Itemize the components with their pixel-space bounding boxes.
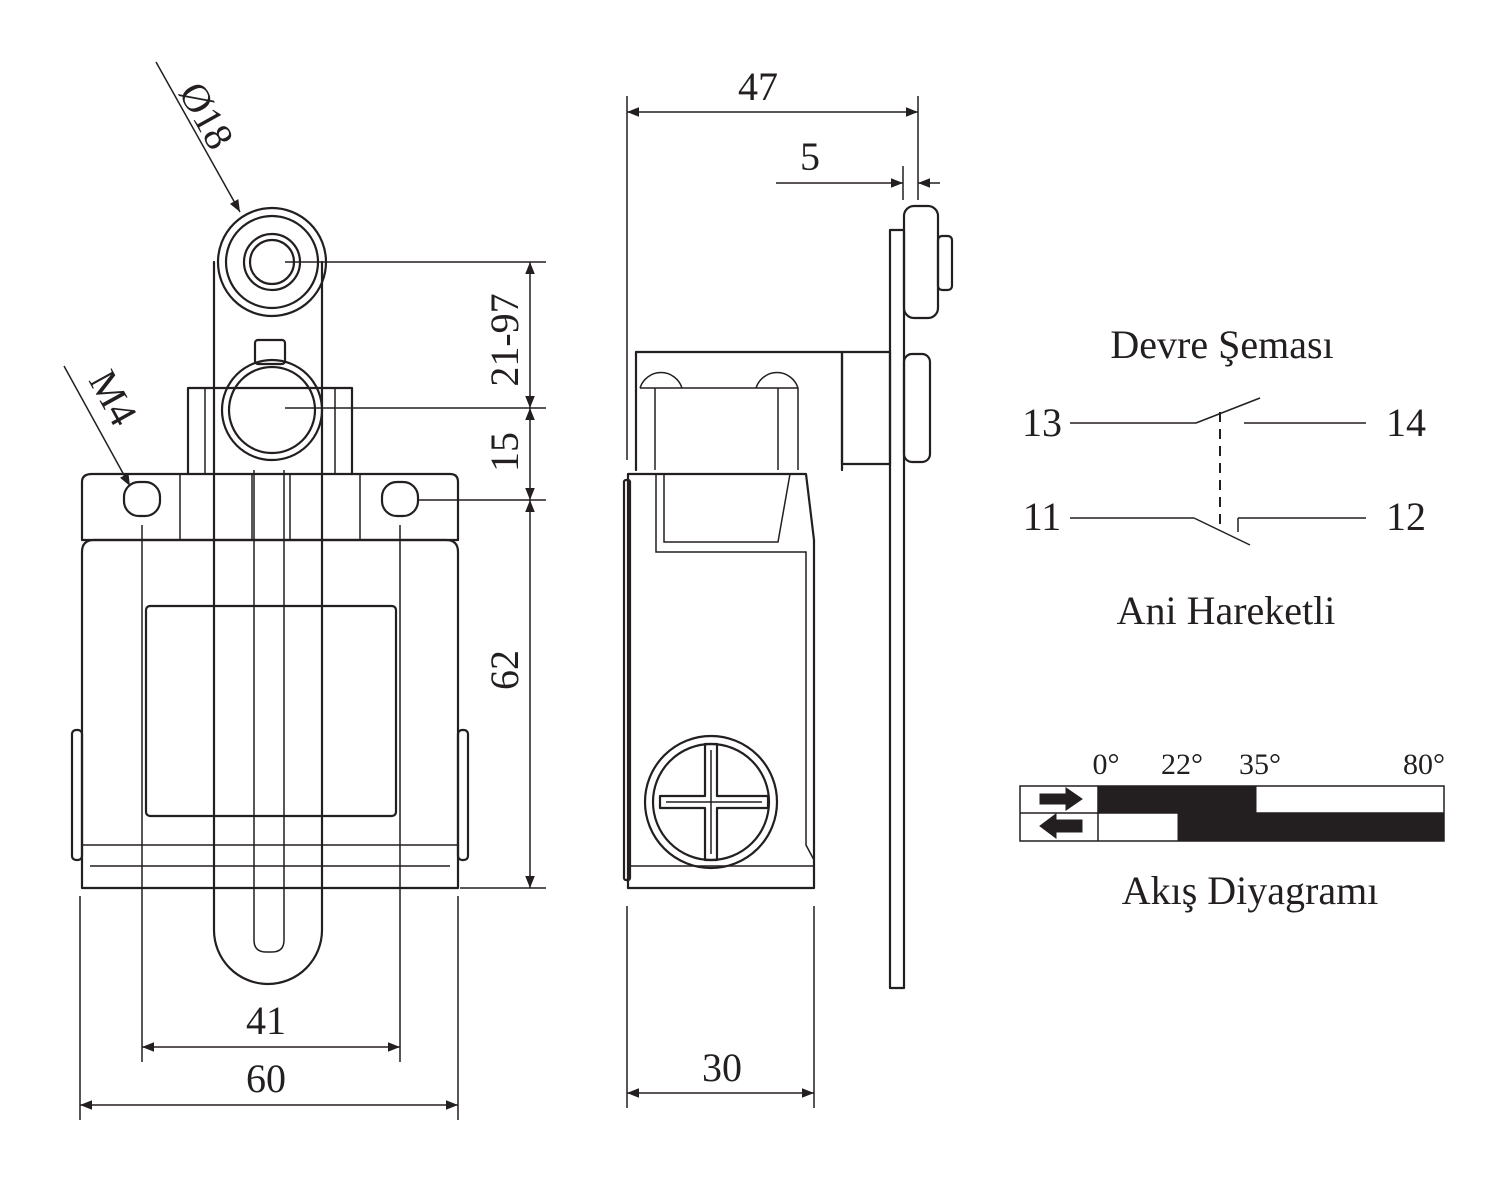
angle-label-3: 80° xyxy=(1403,748,1445,781)
mount-hole-right xyxy=(380,480,420,518)
label-window xyxy=(144,604,398,818)
shaft-hub xyxy=(220,358,324,462)
angle-label-2: 35° xyxy=(1239,748,1281,781)
circuit-diagram: Devre Şeması 13 14 11 12 Ani Hareketli xyxy=(1022,322,1426,633)
travel-diagram: 0° 22° 35° 80° Akış Diyagramı xyxy=(1019,748,1445,913)
forward-arrow-icon xyxy=(1039,787,1083,811)
front-view xyxy=(70,206,470,986)
dim-body-height: 62 xyxy=(482,650,527,690)
flow-title: Akış Diyagramı xyxy=(1122,868,1379,913)
angle-label-0: 0° xyxy=(1093,748,1120,781)
side-screw xyxy=(643,734,779,870)
side-collar xyxy=(840,350,892,466)
terminal-12: 12 xyxy=(1386,494,1426,539)
side-dimensions: 47 5 30 xyxy=(626,64,940,1108)
terminal-13: 13 xyxy=(1022,400,1062,445)
return-arrow-icon xyxy=(1039,813,1083,839)
angle-label-1: 22° xyxy=(1161,748,1203,781)
dim-total-depth: 47 xyxy=(738,64,778,109)
contact-bar-no xyxy=(1097,785,1257,814)
dim-arm-length: 21-97 xyxy=(482,293,527,386)
dim-body-depth: 30 xyxy=(702,1045,742,1090)
mount-hole-left xyxy=(122,480,162,518)
head-block xyxy=(186,386,354,476)
side-head xyxy=(634,350,844,472)
dim-hole-spacing: 41 xyxy=(246,998,286,1043)
dim-roller-offset: 15 xyxy=(482,432,527,472)
circuit-title: Devre Şeması xyxy=(1110,322,1333,367)
circuit-action: Ani Hareketli xyxy=(1117,588,1336,633)
terminal-11: 11 xyxy=(1023,494,1062,539)
terminal-14: 14 xyxy=(1386,400,1426,445)
side-roller xyxy=(902,204,940,320)
dim-roller-diameter: Ø18 xyxy=(170,75,243,157)
lever-arm xyxy=(212,260,324,986)
lever-slot xyxy=(253,470,285,953)
mounting-plate xyxy=(80,472,460,542)
side-view xyxy=(622,204,954,990)
front-dimensions: 21-97 15 62 41 60 Ø18 M4 xyxy=(63,61,546,1120)
side-body xyxy=(626,472,816,890)
dim-body-width: 60 xyxy=(246,1056,286,1101)
contact-bar-nc xyxy=(1177,812,1445,842)
switch-body xyxy=(80,538,460,890)
side-lever xyxy=(888,228,906,990)
dim-lever-thickness: 5 xyxy=(800,134,820,179)
dim-mount-thread: M4 xyxy=(80,363,146,433)
